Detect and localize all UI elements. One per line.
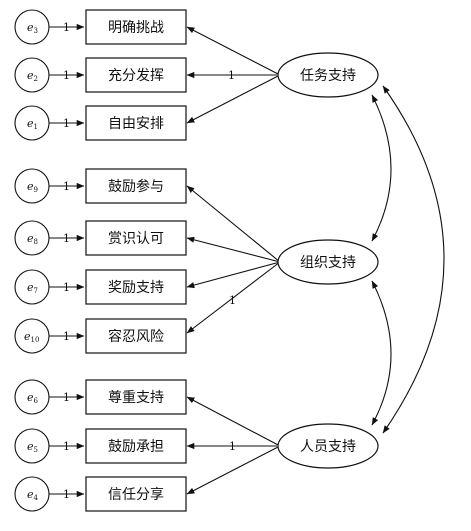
error-path-label: 1 — [63, 330, 70, 343]
error-label: e5 — [27, 440, 38, 454]
latent-factor-people: 人员支持 — [277, 423, 379, 469]
indicator-label: 信任分享 — [108, 486, 164, 503]
covariance-task-people — [382, 85, 445, 434]
indicator-row: e6 1 尊重支持 — [14, 379, 187, 415]
error-label: e8 — [27, 232, 38, 246]
error-label: e7 — [27, 281, 38, 295]
indicator-label: 鼓励承担 — [108, 439, 164, 455]
loading-arrow — [186, 261, 281, 334]
loading-arrow — [186, 261, 281, 289]
loading-paths — [186, 26, 281, 495]
error-path-label: 1 — [63, 281, 70, 294]
error-label: e4 — [27, 488, 39, 502]
indicator-box — [85, 379, 187, 415]
loading-label-鼓励承担: 1 — [229, 440, 236, 453]
indicator-row: e7 1 奖励支持 — [14, 269, 187, 305]
indicator-box — [85, 476, 187, 512]
indicator-label: 明确挑战 — [108, 20, 164, 36]
indicator-box — [85, 168, 187, 204]
error-path-label: 1 — [63, 117, 70, 130]
error-path-label: 1 — [63, 232, 70, 245]
covariance-org-people — [371, 280, 392, 426]
loading-arrow — [186, 185, 281, 263]
factor-oval — [277, 423, 379, 469]
error-path-label: 1 — [63, 391, 70, 404]
latent-factor-org: 组织支持 — [277, 239, 379, 285]
indicator-box — [85, 269, 187, 305]
indicator-box — [85, 9, 187, 45]
loading-arrow — [186, 445, 281, 495]
loading-arrow — [186, 74, 281, 124]
indicator-row: e10 1 容忍风险 — [14, 318, 187, 354]
indicator-label: 自由安排 — [108, 116, 164, 132]
factor-label: 人员支持 — [300, 439, 356, 455]
factor-oval — [277, 239, 379, 285]
indicator-box — [85, 220, 187, 256]
loading-label-容忍风险: 1 — [229, 294, 236, 307]
factor-label: 任务支持 — [300, 68, 356, 84]
loading-arrow — [186, 236, 281, 263]
error-path-label: 1 — [63, 488, 70, 501]
factor-label: 组织支持 — [300, 255, 356, 271]
error-path-label: 1 — [63, 21, 70, 34]
indicator-box — [85, 428, 187, 464]
indicator-box — [85, 318, 187, 354]
error-path-label: 1 — [63, 180, 70, 193]
covariance-task-org — [371, 94, 392, 242]
factor-oval — [277, 52, 379, 98]
error-path-label: 1 — [63, 69, 70, 82]
error-label: e9 — [27, 180, 38, 194]
indicator-label: 尊重支持 — [108, 389, 164, 406]
error-label: e10 — [24, 330, 39, 344]
indicator-box — [85, 105, 187, 141]
indicator-label: 奖励支持 — [108, 279, 164, 296]
error-label: e2 — [27, 69, 38, 83]
loading-label-充分发挥: 1 — [228, 69, 235, 82]
indicator-label: 赏识认可 — [108, 231, 164, 247]
indicator-label: 容忍风险 — [108, 328, 164, 345]
error-label: e1 — [27, 117, 38, 131]
error-label: e6 — [27, 391, 39, 405]
indicator-row: e8 1 赏识认可 — [14, 220, 187, 256]
latent-factor-task: 任务支持 — [277, 52, 379, 98]
error-path-label: 1 — [63, 440, 70, 453]
loading-arrow — [186, 396, 281, 447]
indicator-row: e9 1 鼓励参与 — [14, 168, 187, 204]
indicator-row: e4 1 信任分享 — [14, 476, 187, 512]
indicator-row: e2 1 充分发挥 — [14, 57, 187, 93]
error-label: e3 — [27, 21, 38, 35]
indicator-row: e1 1 自由安排 — [14, 105, 187, 141]
indicator-label: 充分发挥 — [108, 68, 164, 84]
loading-arrow — [186, 26, 281, 76]
indicator-row: e5 1 鼓励承担 — [14, 428, 187, 464]
indicator-label: 鼓励参与 — [108, 178, 164, 195]
indicator-row: e3 1 明确挑战 — [14, 9, 187, 45]
indicator-box — [85, 57, 187, 93]
